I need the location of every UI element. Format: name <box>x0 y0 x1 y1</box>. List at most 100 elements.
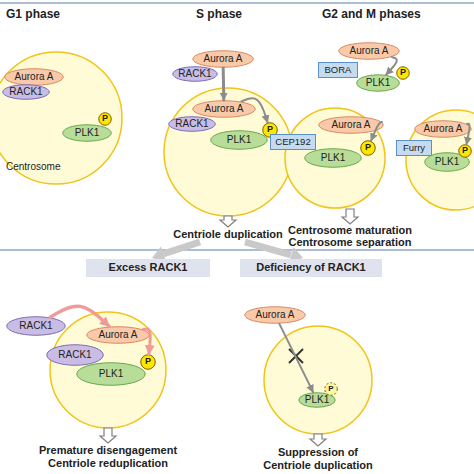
node-text: Aurora A <box>332 120 371 131</box>
kinase-ellipse: Aurora A <box>318 116 384 134</box>
node-text: Aurora A <box>205 104 244 115</box>
phospho-circle: P <box>98 112 112 126</box>
node-outline-ellipse <box>397 67 410 80</box>
node-text: PLK1 <box>321 153 345 164</box>
node-text: Aurora A <box>204 54 243 65</box>
node-outline-ellipse <box>459 145 472 158</box>
node-text: P <box>267 125 273 134</box>
kinase-ellipse: PLK1 <box>76 362 146 386</box>
block-cross <box>289 349 303 363</box>
phospho-circle: P <box>140 354 156 370</box>
node-outline-ellipse <box>173 67 218 82</box>
arrow-connector <box>241 98 267 122</box>
centrosome-circle <box>285 108 385 208</box>
cofactor-box: CEP192 <box>270 134 316 150</box>
arrow-connector <box>466 124 469 144</box>
top-rule <box>0 2 474 4</box>
hollow-arrow <box>342 209 358 224</box>
centrosome-circle <box>406 110 474 210</box>
centrosome-circle <box>50 312 166 428</box>
kinase-ellipse: Aurora A <box>4 68 64 86</box>
node-text: PLK1 <box>305 395 329 406</box>
node-text: Deficiency of RACK1 <box>256 262 365 274</box>
phospho-circle: P <box>396 66 410 80</box>
block-cross <box>289 349 303 363</box>
node-text: RACK1 <box>175 119 208 130</box>
hollow-arrow <box>220 216 236 227</box>
outcome-caption: Centriole reduplication <box>18 457 198 470</box>
node-text: PLK1 <box>435 157 459 168</box>
outcome-caption: Centrosome maturation <box>270 224 430 237</box>
cofactor-box: Furry <box>396 140 432 156</box>
outcome-caption: Centrosome separation <box>270 236 430 249</box>
node-text: Furry <box>403 143 425 153</box>
node-outline-ellipse <box>47 345 104 366</box>
node-outline-ellipse <box>325 383 338 396</box>
node-outline-ellipse <box>361 141 376 156</box>
node-text: BORA <box>325 65 352 75</box>
outcome-caption: Premature disengagement <box>18 444 198 457</box>
condition-band: Deficiency of RACK1 <box>240 259 382 277</box>
centrosome-circle <box>164 88 292 216</box>
node-outline-ellipse <box>193 51 254 68</box>
scaffold-ellipse: RACK1 <box>2 84 50 100</box>
arrow-connector <box>222 68 226 100</box>
node-outline-ellipse <box>87 327 150 344</box>
node-text: Aurora A <box>350 46 389 57</box>
arrow-connector <box>386 57 397 75</box>
node-text: Aurora A <box>15 72 54 83</box>
node-text: PLK1 <box>99 369 123 380</box>
hollow-arrow <box>100 428 116 443</box>
node-outline-ellipse <box>7 317 66 336</box>
node-outline-ellipse <box>245 307 306 324</box>
node-text: PLK1 <box>366 78 390 89</box>
divider-rule <box>0 249 474 251</box>
kinase-ellipse: Aurora A <box>414 120 472 138</box>
node-text: Aurora A <box>256 310 295 321</box>
arrow-connector <box>143 329 150 354</box>
node-text: P <box>400 68 406 77</box>
node-outline-ellipse <box>63 125 112 142</box>
kinase-ellipse: PLK1 <box>304 148 362 168</box>
scaffold-ellipse: RACK1 <box>46 344 104 366</box>
node-outline-ellipse <box>319 117 384 134</box>
kinase-ellipse: Aurora A <box>86 326 150 344</box>
node-text: Aurora A <box>99 330 138 341</box>
node-text: RACK1 <box>178 69 211 80</box>
phospho-circle: P <box>458 144 472 158</box>
node-outline-ellipse <box>5 69 64 86</box>
kinase-ellipse: Aurora A <box>192 100 256 118</box>
branch-arrow-shaft <box>245 242 291 255</box>
condition-band: Excess RACK1 <box>86 259 210 277</box>
kinase-ellipse: Aurora A <box>338 42 400 60</box>
phase-heading: G1 phase <box>6 8 96 21</box>
scaffold-ellipse: RACK1 <box>168 116 216 132</box>
centrosome-circle <box>0 52 122 184</box>
phase-heading: G2 and M phases <box>322 8 472 21</box>
kinase-ellipse: Aurora A <box>192 50 254 68</box>
kinase-ellipse: PLK1 <box>210 130 268 150</box>
centrosome-circle <box>264 326 372 434</box>
branch-arrow-shaft <box>163 242 200 254</box>
node-text: P <box>145 357 151 366</box>
arrow-connector <box>371 122 382 141</box>
cofactor-box: BORA <box>318 62 358 78</box>
node-text: RACK1 <box>58 350 91 361</box>
outcome-caption: Suppression of Centriole duplication <box>253 446 383 472</box>
node-outline-ellipse <box>141 355 156 370</box>
node-text: RACK1 <box>9 87 42 98</box>
connector-group <box>50 57 469 392</box>
hollow-arrow <box>310 434 326 446</box>
node-outline-ellipse <box>193 101 256 118</box>
node-outline-ellipse <box>339 43 400 60</box>
node-text: CEP192 <box>275 137 310 147</box>
node-outline-ellipse <box>305 149 362 168</box>
scaffold-ellipse: RACK1 <box>6 316 66 336</box>
arrow-connector <box>50 306 109 326</box>
node-outline-ellipse <box>3 85 50 100</box>
node-outline-ellipse <box>99 113 112 126</box>
phospho-circle: P <box>360 140 376 156</box>
node-outline-ellipse <box>211 131 268 150</box>
node-text: RACK1 <box>19 321 52 332</box>
